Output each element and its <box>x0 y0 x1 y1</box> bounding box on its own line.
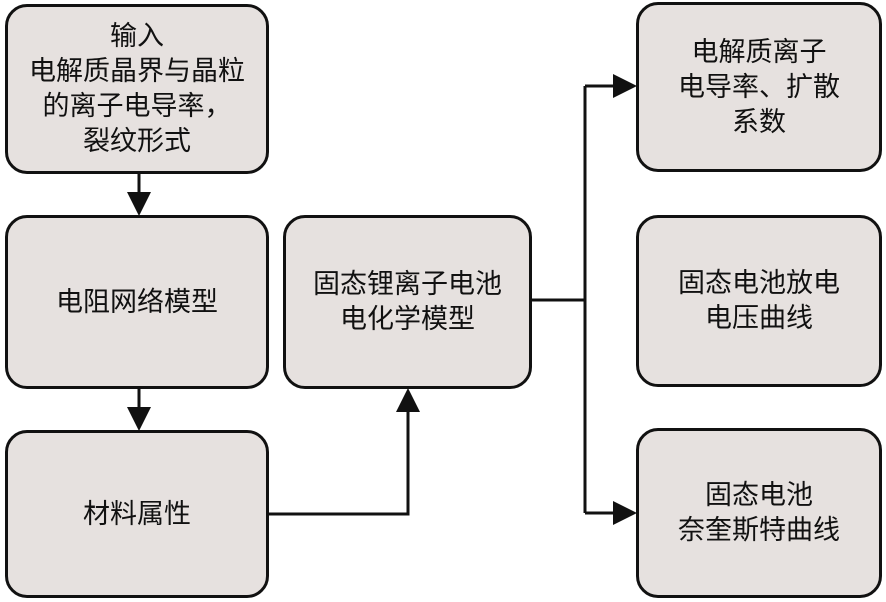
node-ion-conductivity-line: 电导率、扩散 <box>678 71 840 103</box>
node-ion-conductivity-line: 系数 <box>732 106 786 138</box>
node-discharge-curve-output: 固态电池放电 电压曲线 <box>636 215 882 387</box>
node-discharge-curve-line: 固态电池放电 <box>678 268 840 299</box>
node-input-line: 输入 <box>110 21 164 52</box>
arrow-material-properties-to-electrochemical-model <box>269 388 420 516</box>
node-input: 输入 电解质晶界与晶粒 的离子电导率， 裂纹形式 <box>5 4 269 174</box>
node-discharge-curve-line: 电压曲线 <box>705 303 813 334</box>
node-nyquist-line: 固态电池 <box>705 480 813 511</box>
node-material-properties: 材料属性 <box>5 430 269 598</box>
node-resistor-network-label: 电阻网络模型 <box>56 286 218 318</box>
node-resistor-network-model: 电阻网络模型 <box>5 215 269 389</box>
node-nyquist-output: 固态电池 奈奎斯特曲线 <box>636 428 882 598</box>
node-ion-conductivity-output: 电解质离子 电导率、扩散 系数 <box>636 2 882 172</box>
node-electrochemical-model-line: 固态锂离子电池 <box>313 269 502 300</box>
node-electrochemical-model-line: 电化学模型 <box>340 304 475 335</box>
node-nyquist-line: 奈奎斯特曲线 <box>678 515 840 546</box>
node-input-line: 裂纹形式 <box>83 126 191 157</box>
node-ion-conductivity-line: 电解质离子 <box>691 36 827 68</box>
node-material-properties-label: 材料属性 <box>83 498 191 530</box>
node-electrochemical-model: 固态锂离子电池 电化学模型 <box>283 215 532 389</box>
node-input-line: 电解质晶界与晶粒 <box>29 56 245 87</box>
node-input-line: 的离子电导率， <box>42 91 232 122</box>
